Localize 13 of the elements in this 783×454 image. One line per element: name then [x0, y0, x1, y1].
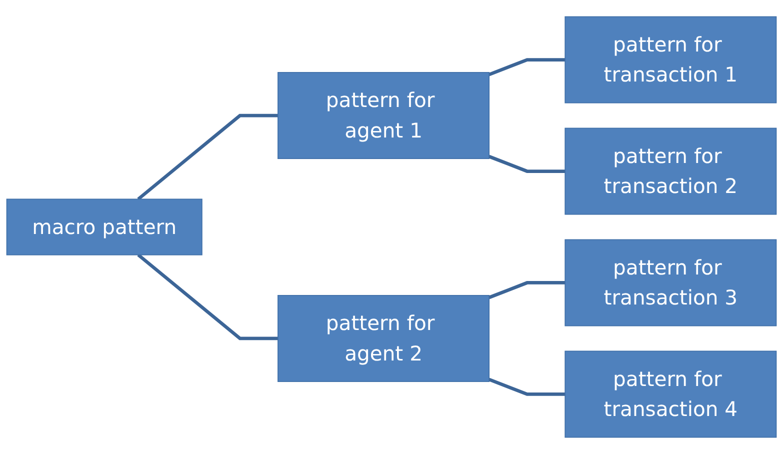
node-box: pattern for agent 1 — [278, 72, 490, 160]
connector — [488, 378, 566, 396]
node-box: pattern for transaction 2 — [564, 128, 777, 215]
node-box: macro pattern — [6, 198, 202, 256]
node-box: pattern for transaction 3 — [564, 239, 777, 326]
node-box: pattern for transaction 4 — [564, 350, 777, 438]
connector — [137, 114, 278, 200]
connector — [488, 58, 566, 76]
node-box: pattern for transaction 1 — [564, 16, 777, 104]
connector — [137, 254, 278, 340]
node-box: pattern for agent 2 — [278, 294, 490, 382]
connector — [488, 281, 566, 300]
connector — [488, 154, 566, 173]
